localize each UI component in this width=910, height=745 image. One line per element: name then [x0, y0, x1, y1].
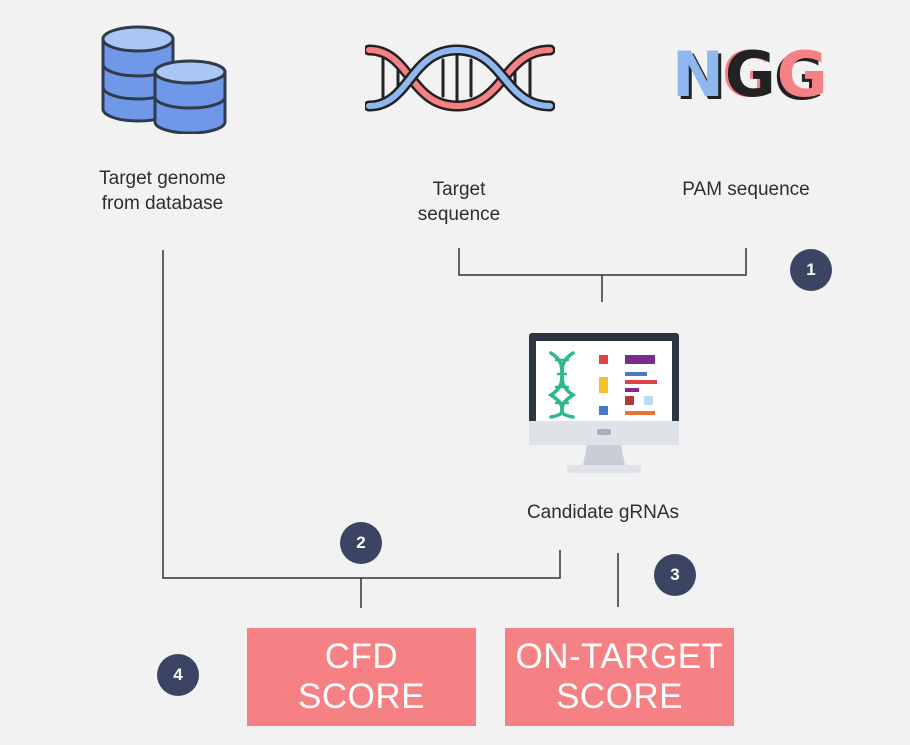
candidates-label: Candidate gRNAs	[512, 500, 694, 525]
cfd-score-line1: CFD	[324, 637, 399, 676]
ngg-text-icon: NGG	[672, 40, 832, 110]
step-badge-3: 3	[654, 554, 696, 596]
pam-letter-n: N	[672, 38, 725, 111]
step-badge-4: 4	[157, 654, 199, 696]
target-pam-bracket	[458, 248, 747, 276]
step-badge-1: 1	[790, 249, 832, 291]
on-target-score-line2: SCORE	[556, 677, 683, 716]
genome-label-line2: from database	[101, 193, 224, 214]
target-sequence-line1: Target	[432, 179, 486, 200]
on-target-score-line1: ON-TARGET	[515, 637, 724, 676]
pam-letter-g1: G	[724, 38, 777, 111]
genome-label-line1: Target genome	[99, 168, 226, 189]
cfd-score-box: CFD SCORE	[247, 628, 476, 726]
target-sequence-line2: sequence	[417, 204, 501, 225]
genome-label: Target genome from database	[80, 166, 245, 216]
step-badge-2: 2	[340, 522, 382, 564]
pam-sequence-label: PAM sequence	[666, 177, 826, 202]
candidates-text: Candidate gRNAs	[526, 502, 680, 523]
computer-monitor-icon	[529, 333, 679, 473]
target-sequence-label: Target sequence	[400, 177, 518, 227]
pam-letter-g2: G	[776, 38, 829, 111]
database-icon	[101, 25, 227, 134]
pam-sequence-text: PAM sequence	[682, 179, 810, 200]
on-target-score-box: ON-TARGET SCORE	[505, 628, 734, 726]
dna-helix-icon	[365, 44, 555, 112]
cfd-score-line2: SCORE	[298, 677, 425, 716]
